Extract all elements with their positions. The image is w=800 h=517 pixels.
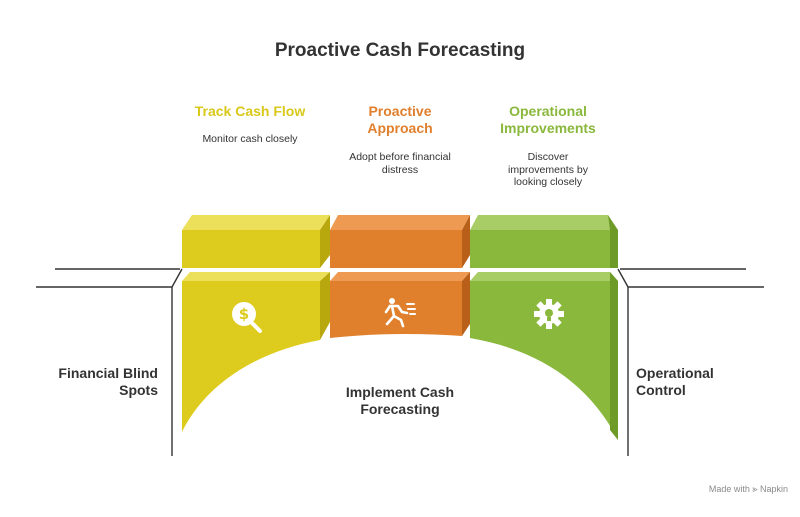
svg-text:$: $ xyxy=(239,305,249,323)
diagram-title: Proactive Cash Forecasting xyxy=(274,40,526,61)
right-label: Operational Control xyxy=(636,365,714,398)
column-title-proactive-approach: Proactive Approach xyxy=(367,103,433,136)
column-desc-operational-improvements: Discover improvements by looking closely xyxy=(508,151,588,189)
column-desc-proactive-approach: Adopt before financial distress xyxy=(349,151,451,176)
yellow-block xyxy=(182,215,330,432)
green-block xyxy=(470,215,618,440)
column-desc-track-cash-flow: Monitor cash closely xyxy=(202,133,298,145)
left-abutment-slant xyxy=(171,268,183,288)
center-label: Implement Cash Forecasting xyxy=(345,384,455,417)
running-person-icon xyxy=(384,298,416,328)
column-title-track-cash-flow: Track Cash Flow xyxy=(194,103,306,119)
left-label: Financial Blind Spots xyxy=(58,365,158,398)
right-abutment-slant xyxy=(617,268,629,288)
gear-bulb-icon xyxy=(534,299,564,329)
dollar-magnifier-icon: $ xyxy=(232,302,262,333)
orange-block xyxy=(330,215,470,338)
column-title-operational-improvements: Operational Improvements xyxy=(500,103,596,136)
napkin-watermark: Made with ⪢ Napkin xyxy=(708,484,788,494)
